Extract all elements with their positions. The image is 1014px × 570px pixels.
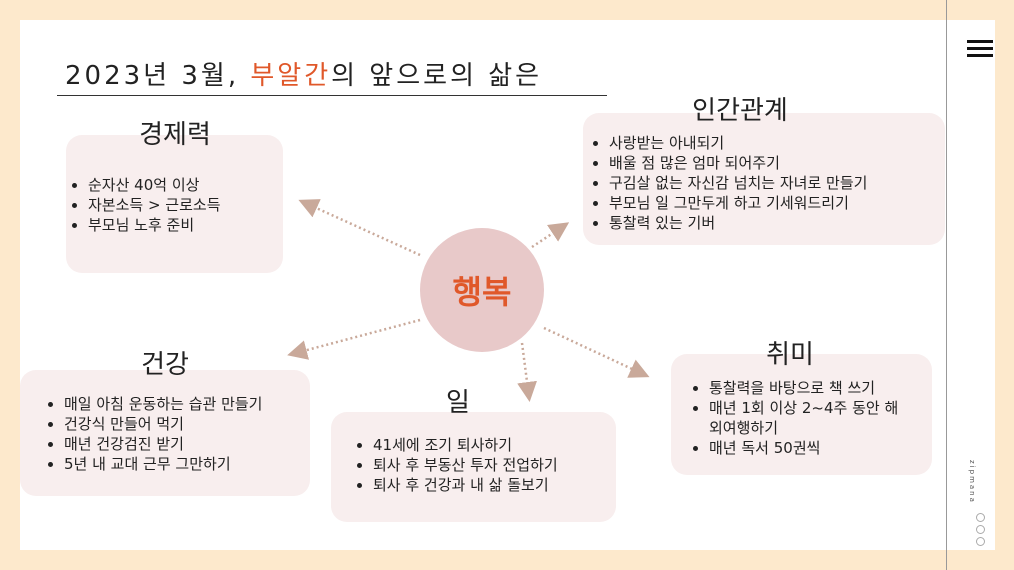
hamburger-menu-icon[interactable] [967, 40, 993, 61]
health-box: 매일 아침 운동하는 습관 만들기건강식 만들어 먹기매년 건강검진 받기5년 … [20, 370, 310, 496]
list-item: 부모님 일 그만두게 하고 기세워드리기 [609, 193, 945, 213]
work-box: 41세에 조기 퇴사하기퇴사 후 부동산 투자 전업하기퇴사 후 건강과 내 삶… [331, 412, 616, 522]
list-item: 사랑받는 아내되기 [609, 133, 945, 153]
arrow-wealth [298, 199, 421, 257]
hobby-box: 통찰력을 바탕으로 책 쓰기매년 1회 이상 2~4주 동안 해외여행하기매년 … [671, 354, 932, 475]
divider [946, 0, 947, 570]
page-dots [976, 513, 985, 549]
list-item: 매일 아침 운동하는 습관 만들기 [64, 394, 310, 414]
list-item: 5년 내 교대 근무 그만하기 [64, 454, 310, 474]
wealth-heading: 경제력 [139, 120, 211, 150]
center-circle: 행복 [420, 228, 544, 352]
relations-box: 사랑받는 아내되기배울 점 많은 엄마 되어주기구김살 없는 자신감 넘치는 자… [583, 113, 945, 245]
list-item: 통찰력 있는 기버 [609, 213, 945, 233]
work-heading: 일 [446, 388, 470, 418]
list-item: 퇴사 후 건강과 내 삶 돌보기 [373, 475, 616, 495]
list-item: 자본소득 > 근로소득 [88, 195, 283, 215]
list-item: 매년 1회 이상 2~4주 동안 해외여행하기 [709, 398, 909, 438]
list-item: 순자산 40억 이상 [88, 175, 283, 195]
list-item: 부모님 노후 준비 [88, 215, 283, 235]
list-item: 통찰력을 바탕으로 책 쓰기 [709, 378, 909, 398]
health-heading: 건강 [141, 350, 189, 380]
arrow-relations [531, 222, 570, 249]
arrow-work [517, 342, 537, 402]
list-item: 매년 건강검진 받기 [64, 434, 310, 454]
brand-label: zipmana [968, 460, 976, 504]
list-item: 퇴사 후 부동산 투자 전업하기 [373, 455, 616, 475]
relations-heading: 인간관계 [692, 96, 788, 126]
list-item: 41세에 조기 퇴사하기 [373, 435, 616, 455]
title-underline [57, 95, 607, 96]
list-item: 구김살 없는 자신감 넘치는 자녀로 만들기 [609, 173, 945, 193]
wealth-box: 순자산 40억 이상자본소득 > 근로소득부모님 노후 준비 [66, 135, 283, 273]
list-item: 건강식 만들어 먹기 [64, 414, 310, 434]
hobby-heading: 취미 [766, 340, 814, 370]
arrow-health [287, 318, 421, 360]
list-item: 배울 점 많은 엄마 되어주기 [609, 153, 945, 173]
list-item: 매년 독서 50권씩 [709, 438, 909, 458]
arrow-hobby [543, 326, 650, 378]
page-title: 2023년 3월, 부알간의 앞으로의 삶은 [65, 61, 543, 91]
